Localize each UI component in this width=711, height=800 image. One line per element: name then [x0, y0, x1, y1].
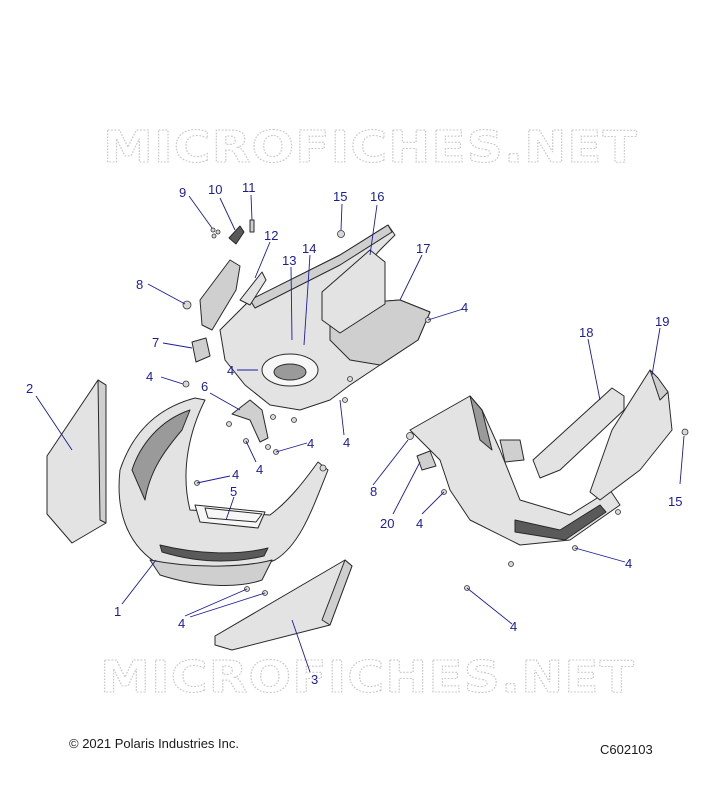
callout-labels: 1 2 3 4 4 4 4 4 4 4 4 4 4 4 5 6 7 8 8 9 … [26, 180, 682, 687]
callout-4k: 4 [510, 619, 517, 634]
callout-18: 18 [579, 325, 593, 340]
callout-8b: 8 [370, 484, 377, 499]
callout-7: 7 [152, 335, 159, 350]
callout-9: 9 [179, 185, 186, 200]
part-9-fastener [210, 227, 221, 239]
part-3-lower-panel [214, 559, 353, 651]
part-6-bracket [231, 399, 269, 443]
callout-20: 20 [380, 516, 394, 531]
watermark-bottom: MICROFICHES.NET [100, 652, 635, 703]
watermark-top: MICROFICHES.NET [103, 122, 638, 173]
copyright-text: © 2021 Polaris Industries Inc. [69, 736, 239, 751]
part-16-insulation-pad [321, 249, 386, 334]
part-20-bracket [416, 450, 437, 471]
part-5-panel [204, 507, 263, 523]
part-2-side-panel [46, 379, 107, 544]
part-12-side-trim [199, 259, 267, 331]
callout-15b: 15 [668, 494, 682, 509]
callout-3: 3 [311, 672, 318, 687]
callout-17: 17 [416, 241, 430, 256]
callout-6: 6 [201, 379, 208, 394]
callout-14: 14 [302, 241, 316, 256]
part-right-frame [409, 395, 621, 546]
part-18-right-pad [532, 387, 625, 479]
callout-11: 11 [242, 180, 256, 195]
callout-10: 10 [208, 182, 222, 197]
callout-4f: 4 [461, 300, 468, 315]
part-8-clip-right [406, 432, 414, 440]
callout-4g: 4 [232, 467, 239, 482]
part-8-clip-left [182, 300, 192, 310]
leader-lines [35, 194, 685, 673]
callout-4a: 4 [146, 369, 153, 384]
callout-15a: 15 [333, 189, 347, 204]
callout-19: 19 [655, 314, 669, 329]
callout-4c: 4 [256, 462, 263, 477]
callout-4b: 4 [227, 363, 234, 378]
drawing-code: C602103 [600, 742, 653, 757]
part-19-right-side-panel [589, 369, 673, 501]
callout-4d: 4 [307, 436, 314, 451]
callout-4e: 4 [343, 435, 350, 450]
part-10-bracket [228, 225, 245, 245]
callout-13: 13 [282, 253, 296, 268]
callout-8a: 8 [136, 277, 143, 292]
callout-2: 2 [26, 381, 33, 396]
callout-5: 5 [230, 484, 237, 499]
callout-1: 1 [114, 604, 121, 619]
part-15-fastener-top [337, 230, 345, 238]
part-7-bracket [191, 337, 211, 363]
part-15-fastener-right [681, 428, 689, 436]
callout-4h: 4 [178, 616, 185, 631]
callout-4i: 4 [416, 516, 423, 531]
callout-16: 16 [370, 189, 384, 204]
part-11-clip [249, 219, 255, 233]
part-1-lower-hood [118, 397, 329, 586]
callout-4j: 4 [625, 556, 632, 571]
callout-12: 12 [264, 228, 278, 243]
